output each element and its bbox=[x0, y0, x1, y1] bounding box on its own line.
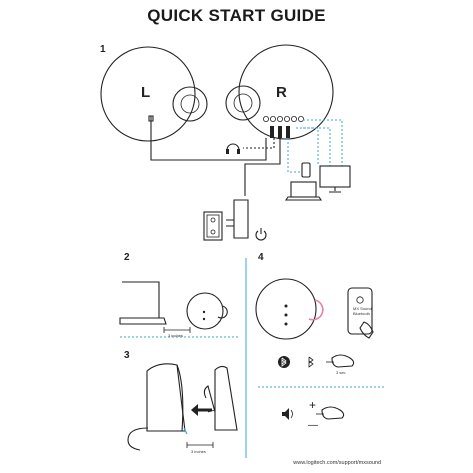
power-adapter-icon bbox=[226, 199, 249, 239]
device-name-line2: Bluetooth bbox=[353, 311, 370, 316]
bluetooth-button-icon bbox=[278, 356, 290, 368]
volume-icon bbox=[282, 408, 293, 420]
arrow-left-icon bbox=[191, 404, 212, 416]
press-finger-icon bbox=[326, 354, 355, 368]
volume-finger-icon bbox=[316, 406, 345, 420]
hold-time-label: 3 sec bbox=[336, 370, 346, 375]
phone-icon bbox=[301, 162, 311, 178]
step3-speaker-side-illustration bbox=[127, 363, 188, 451]
step2-speaker-illustration bbox=[186, 292, 228, 330]
left-speaker-illustration bbox=[100, 46, 208, 142]
bluetooth-symbol-icon bbox=[308, 356, 314, 368]
volume-minus-label: — bbox=[308, 420, 318, 431]
laptop-icon bbox=[284, 181, 323, 201]
left-speaker-label: L bbox=[141, 84, 151, 101]
desktop-monitor-icon bbox=[319, 165, 351, 193]
step2-distance-label: 3 inches bbox=[168, 333, 183, 338]
headphone-icon bbox=[226, 143, 240, 154]
step-number-4: 4 bbox=[258, 252, 264, 263]
step2-laptop-illustration bbox=[119, 281, 167, 325]
step3-distance-label: 3 inches bbox=[191, 449, 206, 454]
support-url: www.logitech.com/support/mxsound bbox=[293, 460, 381, 466]
volume-plus-label: + bbox=[309, 398, 317, 412]
rear-ports bbox=[262, 116, 304, 138]
page-title: QUICK START GUIDE bbox=[147, 6, 326, 25]
power-icon bbox=[255, 228, 267, 241]
smartphone-illustration bbox=[347, 287, 374, 339]
device-name-line1: MX Sound bbox=[353, 306, 372, 311]
right-speaker-illustration bbox=[225, 44, 334, 140]
right-speaker-label: R bbox=[276, 84, 287, 101]
step-number-3: 3 bbox=[124, 350, 130, 361]
wall-outlet-icon bbox=[203, 211, 223, 241]
step-number-2: 2 bbox=[124, 252, 130, 263]
step4-speaker-illustration bbox=[255, 278, 324, 340]
step3-hands-illustration bbox=[203, 365, 238, 431]
step-number-1: 1 bbox=[100, 44, 106, 55]
